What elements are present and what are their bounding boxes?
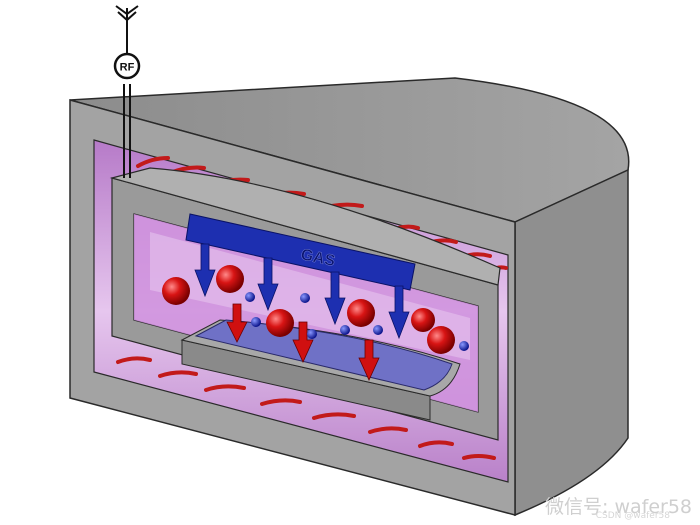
electron <box>340 325 350 335</box>
watermark-sub: CSDN @wafer58 <box>595 511 670 521</box>
chamber-lid-top <box>69 77 630 223</box>
ion <box>266 309 294 337</box>
gas-showerhead <box>185 213 416 291</box>
rf-feed-line <box>123 84 131 178</box>
electron <box>373 325 383 335</box>
antenna-icon <box>115 5 139 54</box>
ion <box>427 326 455 354</box>
ion <box>216 265 244 293</box>
electrons <box>245 292 469 351</box>
ions <box>162 265 455 354</box>
heater-coils-bottom <box>116 356 496 460</box>
chamber-right-wall <box>514 168 629 517</box>
electron <box>307 329 317 339</box>
ion <box>411 308 435 332</box>
ion <box>347 299 375 327</box>
ion-arrows <box>226 303 380 381</box>
ion <box>162 277 190 305</box>
rf-label: RF <box>120 62 135 74</box>
electrode-frame-top <box>109 167 501 286</box>
electron <box>245 292 255 302</box>
electron <box>459 341 469 351</box>
electron <box>251 317 261 327</box>
watermark: 微信号: wafer58 <box>545 496 692 518</box>
rf-source-icon: RF <box>113 52 141 80</box>
electron <box>300 293 310 303</box>
plasma-glow <box>150 232 470 360</box>
gas-flow-arrows <box>194 243 410 340</box>
